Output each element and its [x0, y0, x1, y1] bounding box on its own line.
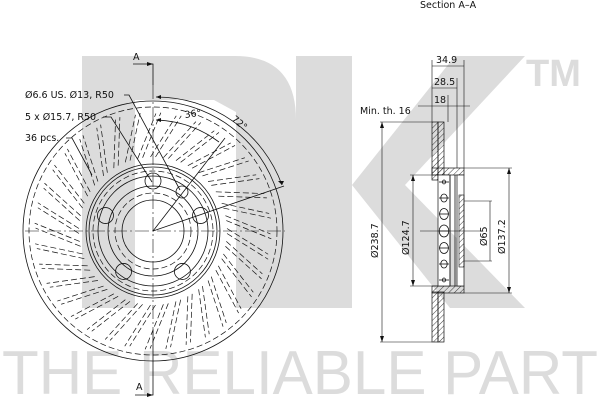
watermark-letter-n — [82, 56, 296, 308]
watermark-trademark: TM — [526, 53, 581, 95]
angle-36: 36° — [184, 108, 202, 121]
front-view: A A 36° 72° — [22, 52, 285, 397]
dim-min-thickness: Min. th. 16 — [360, 106, 411, 117]
watermark-slogan: THE RELIABLE PART — [2, 339, 598, 400]
dim-hub-diameter: Ø124.7 — [401, 220, 412, 255]
dim-hat-diameter: Ø137.2 — [497, 219, 508, 254]
angle-72: 72° — [229, 114, 249, 133]
section-marker-bottom: A — [136, 382, 143, 393]
callout-small-hole: Ø6.6 US. Ø13, R50 — [25, 90, 114, 101]
callout-vanes: 36 pcs. — [25, 133, 59, 144]
section-view: Section A–A 34.9 28.5 — [360, 0, 512, 343]
callout-bolt-holes: 5 x Ø15.7, R50 — [25, 112, 96, 123]
dim-34-9: 34.9 — [436, 55, 457, 66]
dim-outer-diameter: Ø238.7 — [370, 223, 381, 258]
dim-28-5: 28.5 — [434, 77, 455, 88]
dim-bore-diameter: Ø65 — [479, 226, 490, 246]
watermark-letter-k — [296, 56, 525, 308]
section-marker-top: A — [133, 52, 140, 63]
dim-18: 18 — [434, 95, 446, 106]
section-title: Section A–A — [420, 0, 477, 11]
